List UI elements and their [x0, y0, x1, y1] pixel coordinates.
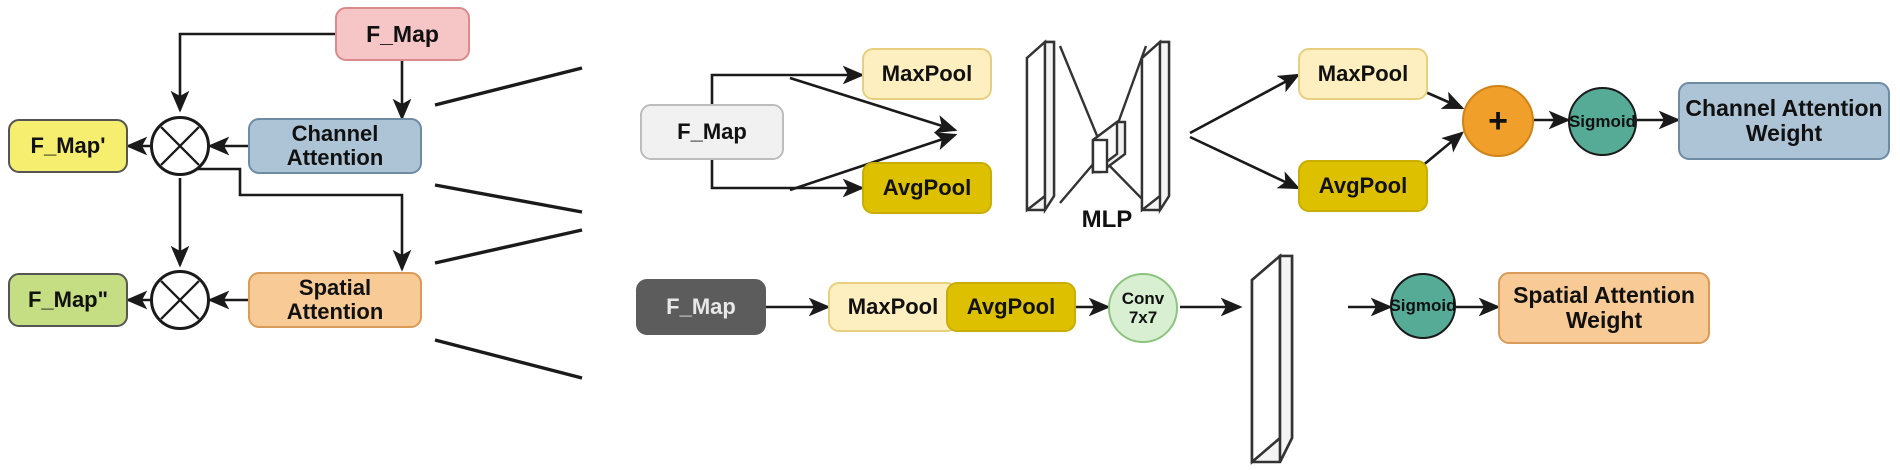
multiply-icon: [160, 126, 200, 166]
node-label: F_Map: [666, 294, 736, 320]
multiply-icon: [160, 280, 200, 320]
wire-mlp-to-avgpool2: [1189, 135, 1301, 190]
leader-channel-top: [434, 66, 583, 107]
plus-icon: +: [1488, 101, 1508, 140]
node-label: Sigmoid: [1568, 111, 1637, 131]
mlp-label-text: MLP: [1081, 206, 1133, 233]
mlp-hourglass-icon: [1025, 39, 1171, 215]
node-label: F_Map: [366, 20, 439, 47]
leader-channel-bottom: [434, 183, 583, 214]
node-label: AvgPool: [966, 294, 1056, 320]
node-label: Sigmoid: [1389, 296, 1457, 315]
wire-cfmap-to-avgpool: [710, 160, 865, 198]
node-label: AvgPool: [882, 175, 972, 201]
leader-spatial-top: [434, 228, 583, 265]
node-label: F_Map': [30, 133, 106, 159]
node-fmap-input[interactable]: F_Map: [335, 7, 470, 61]
sum-operator: +: [1462, 85, 1534, 157]
node-channel-avgpool-out[interactable]: AvgPool: [1298, 160, 1428, 212]
node-channel-attention[interactable]: Channel Attention: [248, 118, 422, 174]
node-channel-maxpool-in[interactable]: MaxPool: [862, 48, 992, 100]
node-label: MaxPool: [881, 61, 973, 87]
node-channel-fmap[interactable]: F_Map: [640, 104, 784, 160]
node-label: F_Map": [27, 287, 109, 313]
mlp-label: MLP: [1052, 206, 1162, 234]
node-spatial-maxpool[interactable]: MaxPool: [828, 282, 958, 332]
node-label: F_Map: [677, 119, 747, 145]
node-label: Channel Attention: [286, 121, 384, 170]
node-spatial-attention[interactable]: Spatial Attention: [248, 272, 422, 328]
node-fmap-double-prime[interactable]: F_Map": [8, 273, 128, 327]
node-spatial-fmap[interactable]: F_Map: [636, 279, 766, 335]
node-channel-avgpool-in[interactable]: AvgPool: [862, 162, 992, 214]
node-label: MaxPool: [847, 294, 939, 320]
leader-spatial-bottom: [434, 338, 583, 380]
node-label: AvgPool: [1318, 173, 1408, 199]
node-label: Channel Attention Weight: [1685, 95, 1883, 146]
node-spatial-sigmoid[interactable]: Sigmoid: [1389, 273, 1457, 339]
feature-plane-icon: [1250, 253, 1294, 465]
node-label: MaxPool: [1317, 61, 1409, 87]
wire-cfmap-to-maxpool: [710, 65, 865, 104]
node-channel-sigmoid[interactable]: Sigmoid: [1568, 87, 1637, 156]
mlp-planes: [1005, 28, 1195, 223]
node-channel-maxpool-out[interactable]: MaxPool: [1298, 48, 1428, 100]
node-label: Spatial Attention Weight: [1513, 282, 1695, 333]
node-label: Spatial Attention: [286, 275, 384, 324]
conv-label-line1: Conv: [1121, 288, 1165, 308]
wire-mlp-to-maxpool2: [1189, 73, 1301, 135]
node-conv-7x7[interactable]: Conv 7x7: [1108, 273, 1178, 343]
node-spatial-avgpool[interactable]: AvgPool: [946, 282, 1076, 332]
conv-label-line2: 7x7: [1128, 308, 1158, 327]
wire-fmap-to-mult1: [170, 32, 335, 113]
multiply-operator-2: [150, 270, 210, 330]
wire-mult1-to-spatial: [197, 167, 412, 272]
multiply-operator-1: [150, 116, 210, 176]
spatial-feature-plane: [1236, 248, 1354, 470]
node-spatial-attention-weight[interactable]: Spatial Attention Weight: [1498, 272, 1710, 344]
node-fmap-prime[interactable]: F_Map': [8, 119, 128, 173]
node-channel-attention-weight[interactable]: Channel Attention Weight: [1678, 82, 1890, 160]
